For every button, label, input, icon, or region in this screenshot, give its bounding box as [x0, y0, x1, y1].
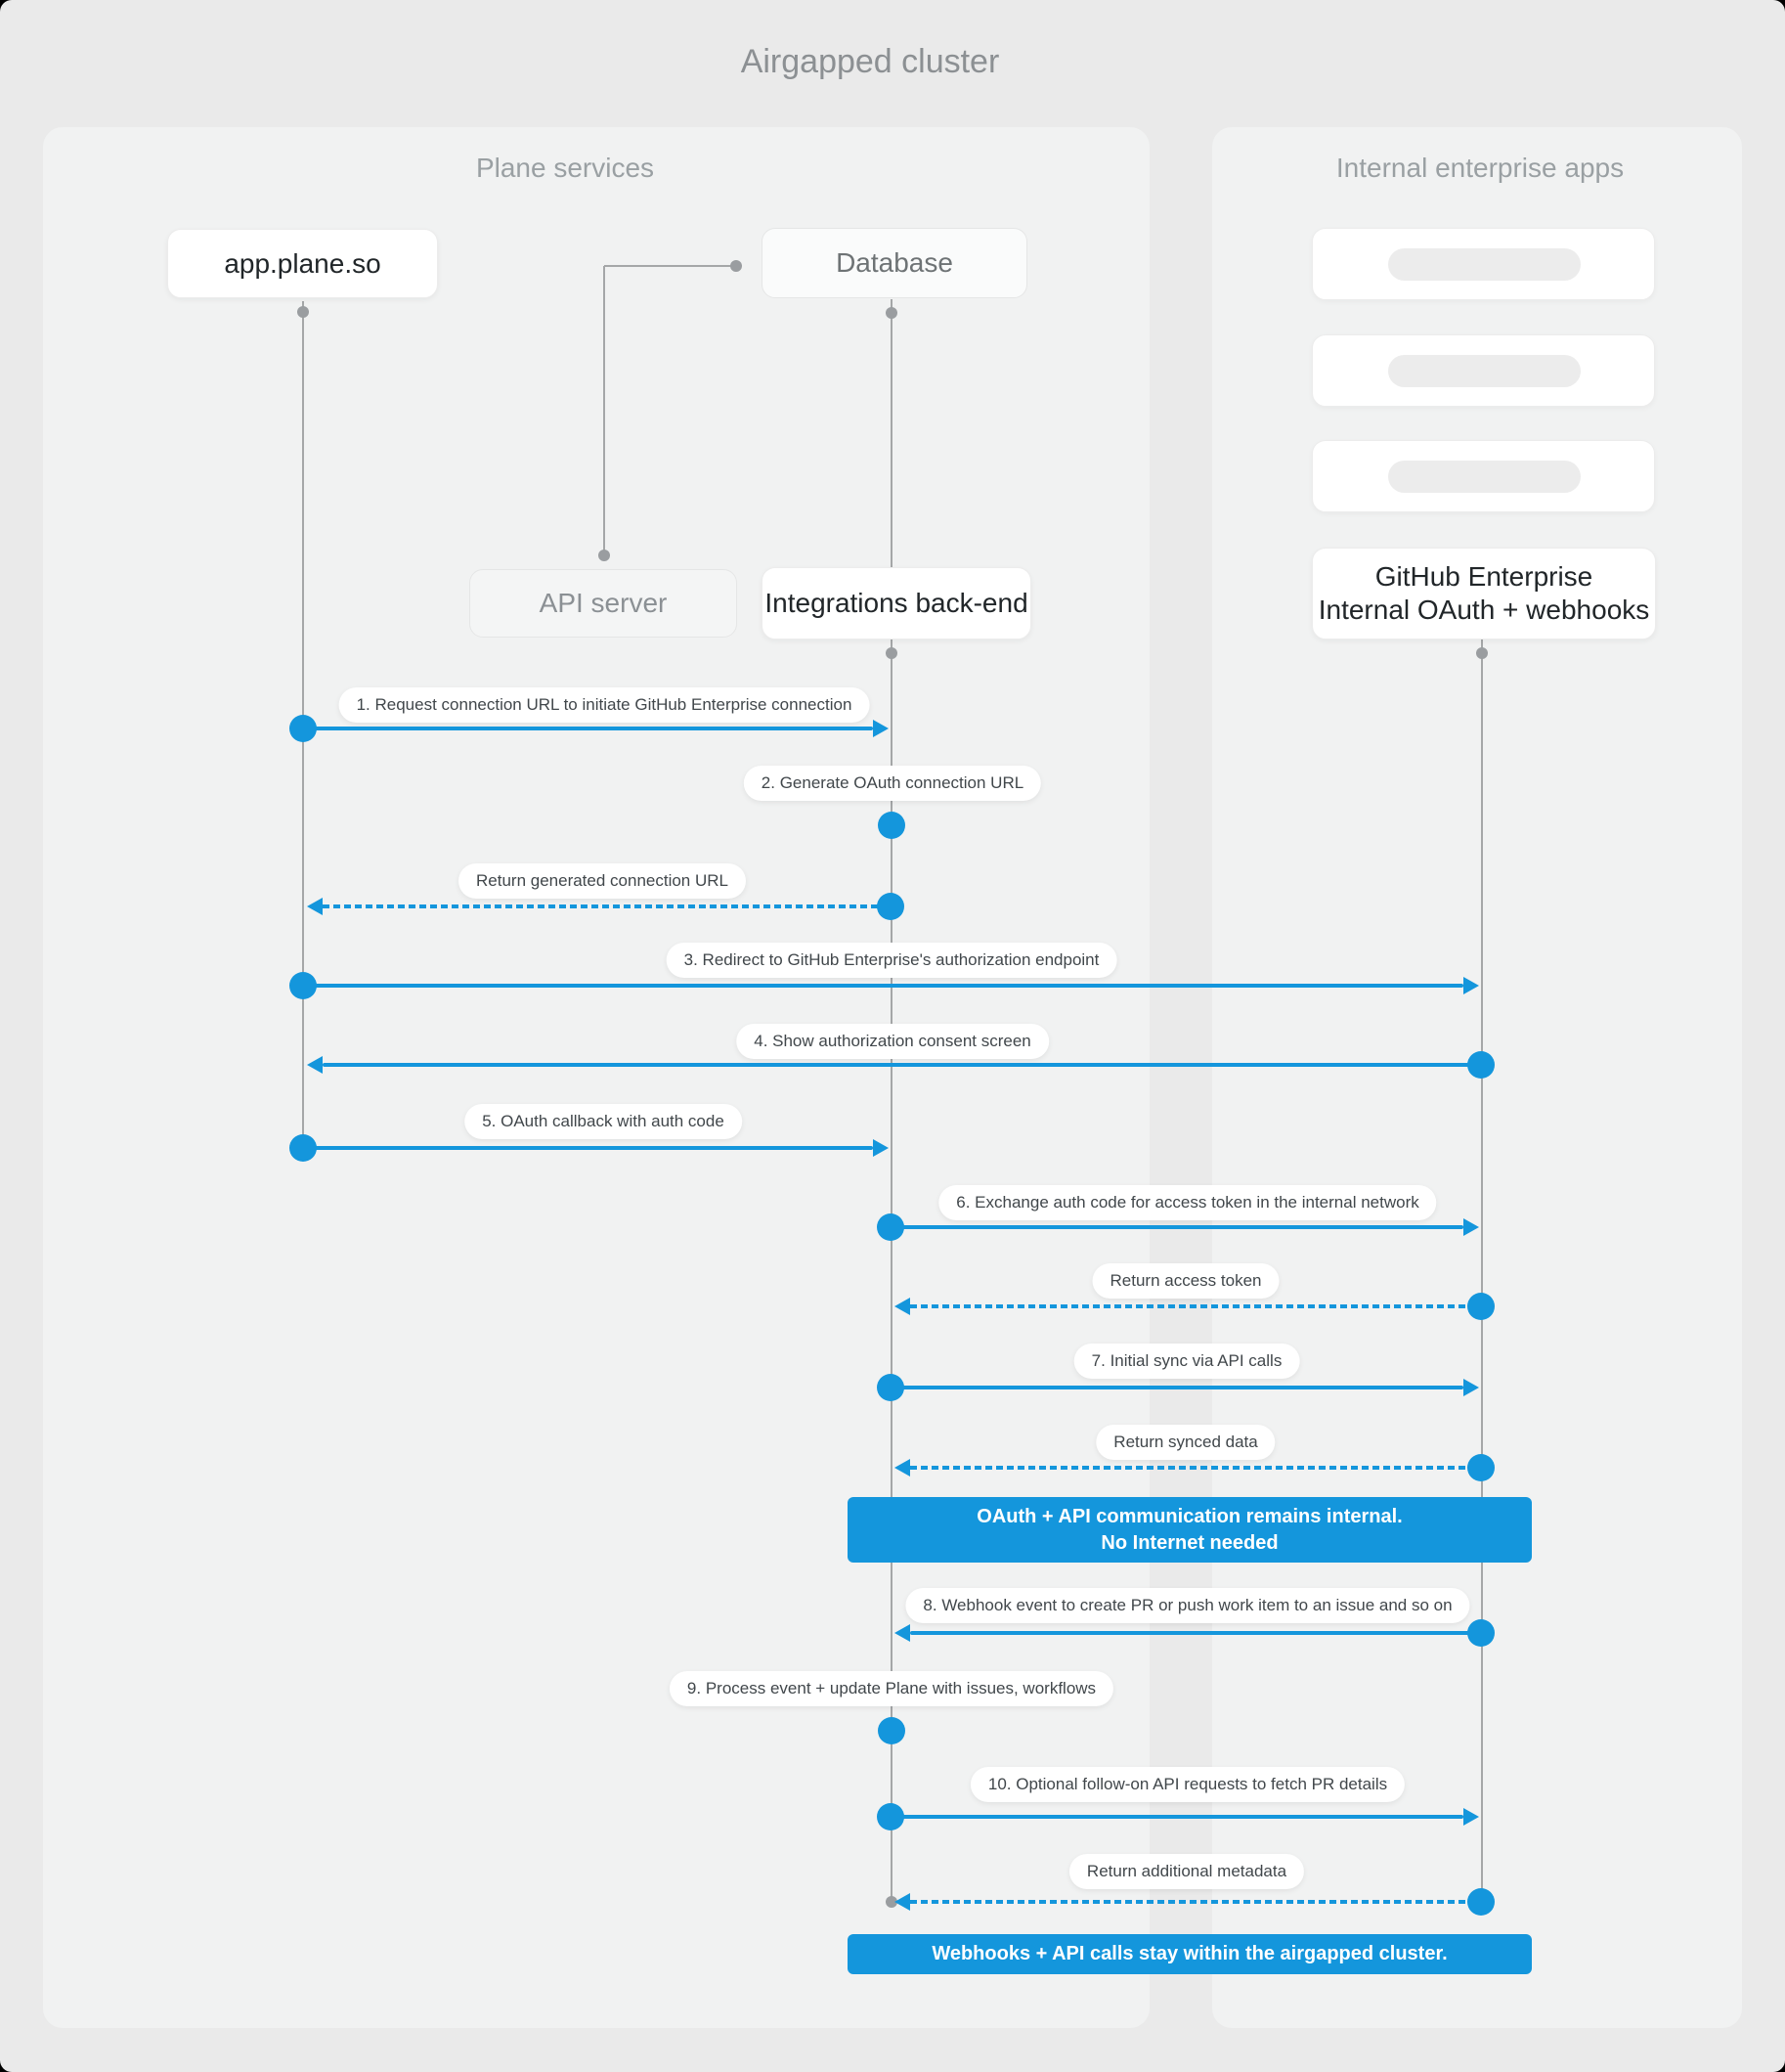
message-origin-dot: [1467, 1293, 1495, 1320]
message-origin-dot: [289, 972, 317, 999]
connector-endpoint-dot: [730, 260, 742, 272]
actor-app-plane-so: app.plane.so: [167, 229, 438, 298]
message-label: 3. Redirect to GitHub Enterprise's autho…: [666, 943, 1117, 978]
message-arrow: [891, 1386, 1463, 1389]
banner-line: OAuth + API communication remains intern…: [977, 1505, 1403, 1527]
placeholder-pill: [1388, 248, 1581, 281]
message-label: 9. Process event + update Plane with iss…: [669, 1671, 1114, 1706]
arrowhead-icon: [1463, 1379, 1479, 1396]
message-origin-dot: [877, 1803, 904, 1830]
lifeline-github-enterprise: [1481, 639, 1483, 1903]
message-label: 8. Webhook event to create PR or push wo…: [905, 1588, 1470, 1623]
message-arrow: [910, 1631, 1481, 1635]
actor-label: Integrations back-end: [764, 588, 1028, 618]
lifeline-integrations: [891, 639, 892, 1903]
placeholder-app-box: [1312, 228, 1655, 300]
arrowhead-icon: [873, 1139, 889, 1157]
message-label: 7. Initial sync via API calls: [1073, 1344, 1300, 1379]
lifeline-top-dot: [886, 307, 897, 319]
message-arrow: [323, 904, 891, 908]
placeholder-app-box: [1312, 334, 1655, 407]
arrowhead-icon: [307, 898, 323, 915]
note-banner-internal: OAuth + API communication remains intern…: [848, 1497, 1532, 1563]
message-arrow: [910, 1466, 1481, 1470]
message-label: 10. Optional follow-on API requests to f…: [970, 1767, 1406, 1802]
placeholder-pill: [1388, 355, 1581, 387]
actor-label: Internal OAuth + webhooks: [1318, 595, 1650, 625]
connector-api-vertical: [603, 266, 605, 555]
message-origin-dot: [1467, 1454, 1495, 1481]
message-arrow: [303, 727, 873, 730]
placeholder-pill: [1388, 461, 1581, 493]
panel-plane-services: [43, 127, 1150, 2028]
diagram-title: Airgapped cluster: [740, 43, 1000, 80]
message-label: 2. Generate OAuth connection URL: [743, 766, 1042, 801]
arrowhead-icon: [894, 1459, 910, 1477]
message-origin-dot: [877, 893, 904, 920]
lifeline-database-to-integrations: [891, 299, 892, 567]
lifeline-top-dot: [886, 647, 897, 659]
note-banner-airgapped: Webhooks + API calls stay within the air…: [848, 1934, 1532, 1974]
arrowhead-icon: [894, 1298, 910, 1315]
panel-title-internal-apps: Internal enterprise apps: [1335, 153, 1625, 183]
actor-api-server: API server: [469, 569, 737, 638]
message-label: 6. Exchange auth code for access token i…: [938, 1185, 1437, 1220]
connector-endpoint-dot: [598, 550, 610, 561]
message-origin-dot: [1467, 1888, 1495, 1916]
connector-api-to-database: [604, 265, 737, 267]
message-arrow: [891, 1225, 1463, 1229]
placeholder-app-box: [1312, 440, 1655, 512]
message-label: Return generated connection URL: [458, 863, 746, 899]
arrowhead-icon: [894, 1893, 910, 1911]
message-origin-dot: [289, 715, 317, 742]
message-arrow: [910, 1304, 1481, 1308]
arrowhead-icon: [873, 720, 889, 737]
lifeline-top-dot: [297, 306, 309, 318]
arrowhead-icon: [1463, 1218, 1479, 1236]
message-origin-dot: [289, 1134, 317, 1162]
message-label: 1. Request connection URL to initiate Gi…: [338, 687, 870, 723]
message-label: Return access token: [1092, 1263, 1280, 1299]
banner-line: No Internet needed: [1101, 1531, 1279, 1554]
actor-label: Database: [836, 247, 953, 278]
banner-line: Webhooks + API calls stay within the air…: [932, 1943, 1448, 1964]
message-origin-dot: [878, 1717, 905, 1744]
arrowhead-icon: [1463, 1808, 1479, 1826]
arrowhead-icon: [307, 1056, 323, 1074]
message-arrow: [910, 1900, 1481, 1904]
arrowhead-icon: [894, 1624, 910, 1642]
actor-label: API server: [539, 588, 668, 618]
panel-title-plane-services: Plane services: [475, 153, 655, 183]
actor-label: app.plane.so: [224, 247, 381, 279]
actor-label: GitHub Enterprise: [1374, 561, 1593, 592]
message-label: 5. OAuth callback with auth code: [464, 1104, 742, 1139]
message-arrow: [303, 1146, 873, 1150]
message-arrow: [891, 1815, 1463, 1819]
message-label: Return synced data: [1096, 1425, 1276, 1460]
actor-database: Database: [762, 228, 1027, 298]
message-origin-dot: [877, 1213, 904, 1241]
message-arrow: [303, 984, 1463, 988]
message-origin-dot: [878, 812, 905, 839]
actor-integrations-backend: Integrations back-end: [762, 567, 1031, 639]
arrowhead-icon: [1463, 977, 1479, 994]
message-origin-dot: [877, 1374, 904, 1401]
message-label: Return additional metadata: [1068, 1854, 1305, 1889]
message-origin-dot: [1467, 1051, 1495, 1079]
lifeline-top-dot: [1476, 647, 1488, 659]
message-origin-dot: [1467, 1619, 1495, 1647]
actor-github-enterprise: GitHub Enterprise Internal OAuth + webho…: [1312, 548, 1656, 639]
message-arrow: [323, 1063, 1481, 1067]
message-label: 4. Show authorization consent screen: [736, 1024, 1049, 1059]
